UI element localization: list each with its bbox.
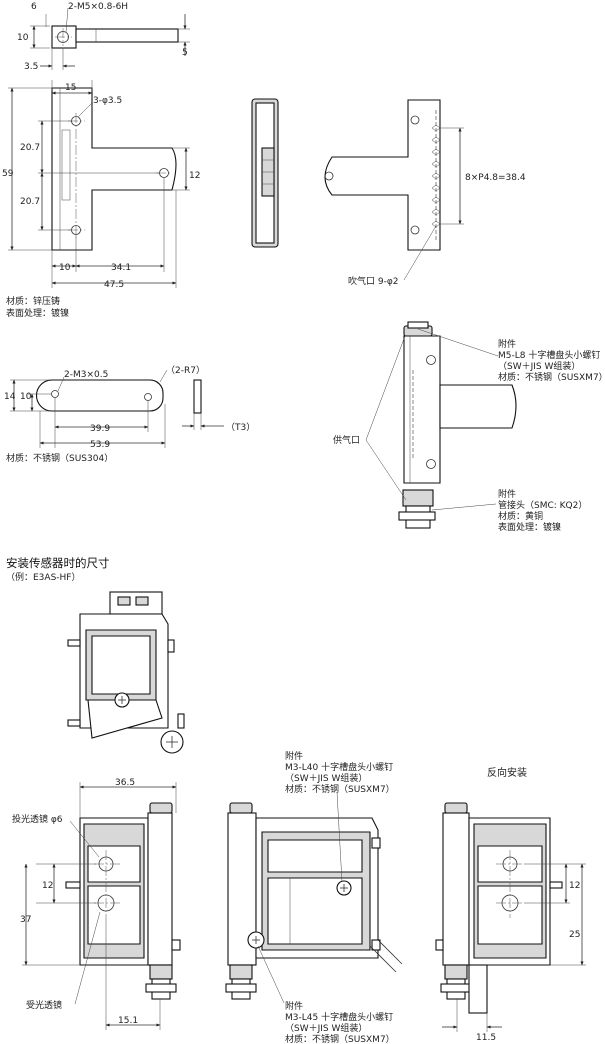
dim-20-7-bottom: 20.7	[20, 197, 40, 207]
dim-15: 15	[65, 83, 76, 93]
dim-10: 10	[17, 33, 29, 43]
acc1-line2: （SW＋JIS W组装）	[498, 360, 580, 372]
side-assembly-view: 附件 M5-L8 十字槽盘头小螺钉 （SW＋JIS W组装） 材质：不锈钢（SU…	[333, 321, 605, 533]
acc1-line3: 材质：不锈钢（SUSXM7）	[498, 371, 605, 383]
mid-acc-top-line0: 附件	[285, 750, 303, 762]
dim-12: 12	[189, 171, 200, 181]
top-block-detail: 2-M5×0.8-6H 6 10 5 3.5	[17, 2, 190, 72]
receiver-lens-label: 受光透镜	[26, 999, 62, 1011]
emitter-lens-label: 投光透镜 φ6	[12, 813, 63, 825]
section-subtitle: （例：E3AS-HF）	[6, 571, 80, 583]
front-dim-36-5: 36.5	[115, 778, 135, 788]
dim-59: 59	[2, 169, 14, 179]
air-inlet-label: 供气口	[333, 434, 360, 446]
bracket-side-view	[251, 98, 279, 248]
rev-dim-12: 12	[569, 881, 580, 891]
middle-side-view: 附件 M3-L40 十字槽盘头小螺钉 （SW＋JIS W组装） 材质：不锈钢（S…	[225, 750, 403, 1044]
mid-acc-top-line1: M3-L40 十字槽盘头小螺钉	[285, 761, 393, 773]
dim-20-7-top: 20.7	[20, 143, 40, 153]
hole-label: 3-φ3.5	[93, 96, 122, 106]
manifold-view: 8×P4.8=38.4 吹气口 9-φ2	[324, 99, 526, 287]
acc2-line0: 附件	[498, 488, 516, 500]
mid-acc-bot-line1: M3-L45 十字槽盘头小螺钉	[285, 1011, 393, 1023]
front-dim-15-1: 15.1	[118, 1016, 138, 1026]
acc2-line2: 材质：黄铜	[498, 510, 543, 522]
isometric-view	[67, 591, 185, 754]
dim-47-5: 47.5	[104, 280, 124, 290]
dim-3-5: 3.5	[24, 62, 38, 72]
dim-5: 5	[182, 48, 188, 58]
pitch-label: 8×P4.8=38.4	[465, 173, 526, 183]
mid-acc-bot-line2: （SW＋JIS W组装）	[285, 1022, 367, 1034]
plate-thickness: （T3）	[226, 422, 255, 433]
plate-dim-14: 14	[4, 392, 16, 402]
plate-dim-39-9: 39.9	[90, 424, 110, 434]
reverse-mount-title: 反向安装	[487, 766, 527, 779]
front-dim-37: 37	[20, 915, 31, 925]
plate-dim-10: 10	[20, 392, 32, 402]
reverse-mount-view: 12 25 11.5	[435, 802, 586, 1043]
front-dim-12: 12	[42, 881, 53, 891]
surface-nickel: 表面处理：镀镍	[6, 307, 69, 319]
plate-view: 2-M3×0.5 （2-R7） 14 10 39.9 53.9 （T3）	[4, 365, 255, 450]
material-zinc: 材质：锌压铸	[6, 295, 60, 307]
rev-dim-11-5: 11.5	[476, 1033, 496, 1043]
dim-6: 6	[31, 2, 37, 12]
acc2-line1: 管接头（SMC: KQ2）	[498, 499, 587, 511]
acc1-line0: 附件	[498, 338, 516, 350]
section-title: 安装传感器时的尺寸	[6, 556, 110, 570]
mid-acc-top-line3: 材质：不锈钢（SUSXM7）	[285, 783, 395, 795]
acc2-line3: 表面处理：镀镍	[498, 521, 561, 533]
plate-radius: （2-R7）	[166, 365, 205, 376]
plate-thread: 2-M3×0.5	[64, 370, 108, 380]
mid-acc-top-line2: （SW＋JIS W组装）	[285, 772, 367, 784]
dim-34-1: 34.1	[111, 263, 131, 273]
mid-acc-bot-line0: 附件	[285, 1000, 303, 1012]
blow-outlet-label: 吹气口 9-φ2	[348, 275, 399, 287]
plate-material: 材质：不锈钢（SUS304）	[6, 452, 113, 464]
rev-dim-25: 25	[569, 930, 580, 940]
mid-acc-bot-line3: 材质：不锈钢（SUSXM7）	[285, 1033, 395, 1044]
dim-10-bottom: 10	[59, 263, 71, 273]
acc1-line1: M5-L8 十字槽盘头小螺钉	[498, 349, 600, 361]
bracket-front-view: 3-φ3.5 15 59 20.7 20.7 12 10 34.1 47.5	[2, 80, 200, 290]
thread-label: 2-M5×0.8-6H	[68, 2, 128, 12]
plate-dim-53-9: 53.9	[90, 440, 110, 450]
front-view: 36.5 投光透镜 φ6 12 37 受光透镜 15.1	[12, 778, 181, 1030]
